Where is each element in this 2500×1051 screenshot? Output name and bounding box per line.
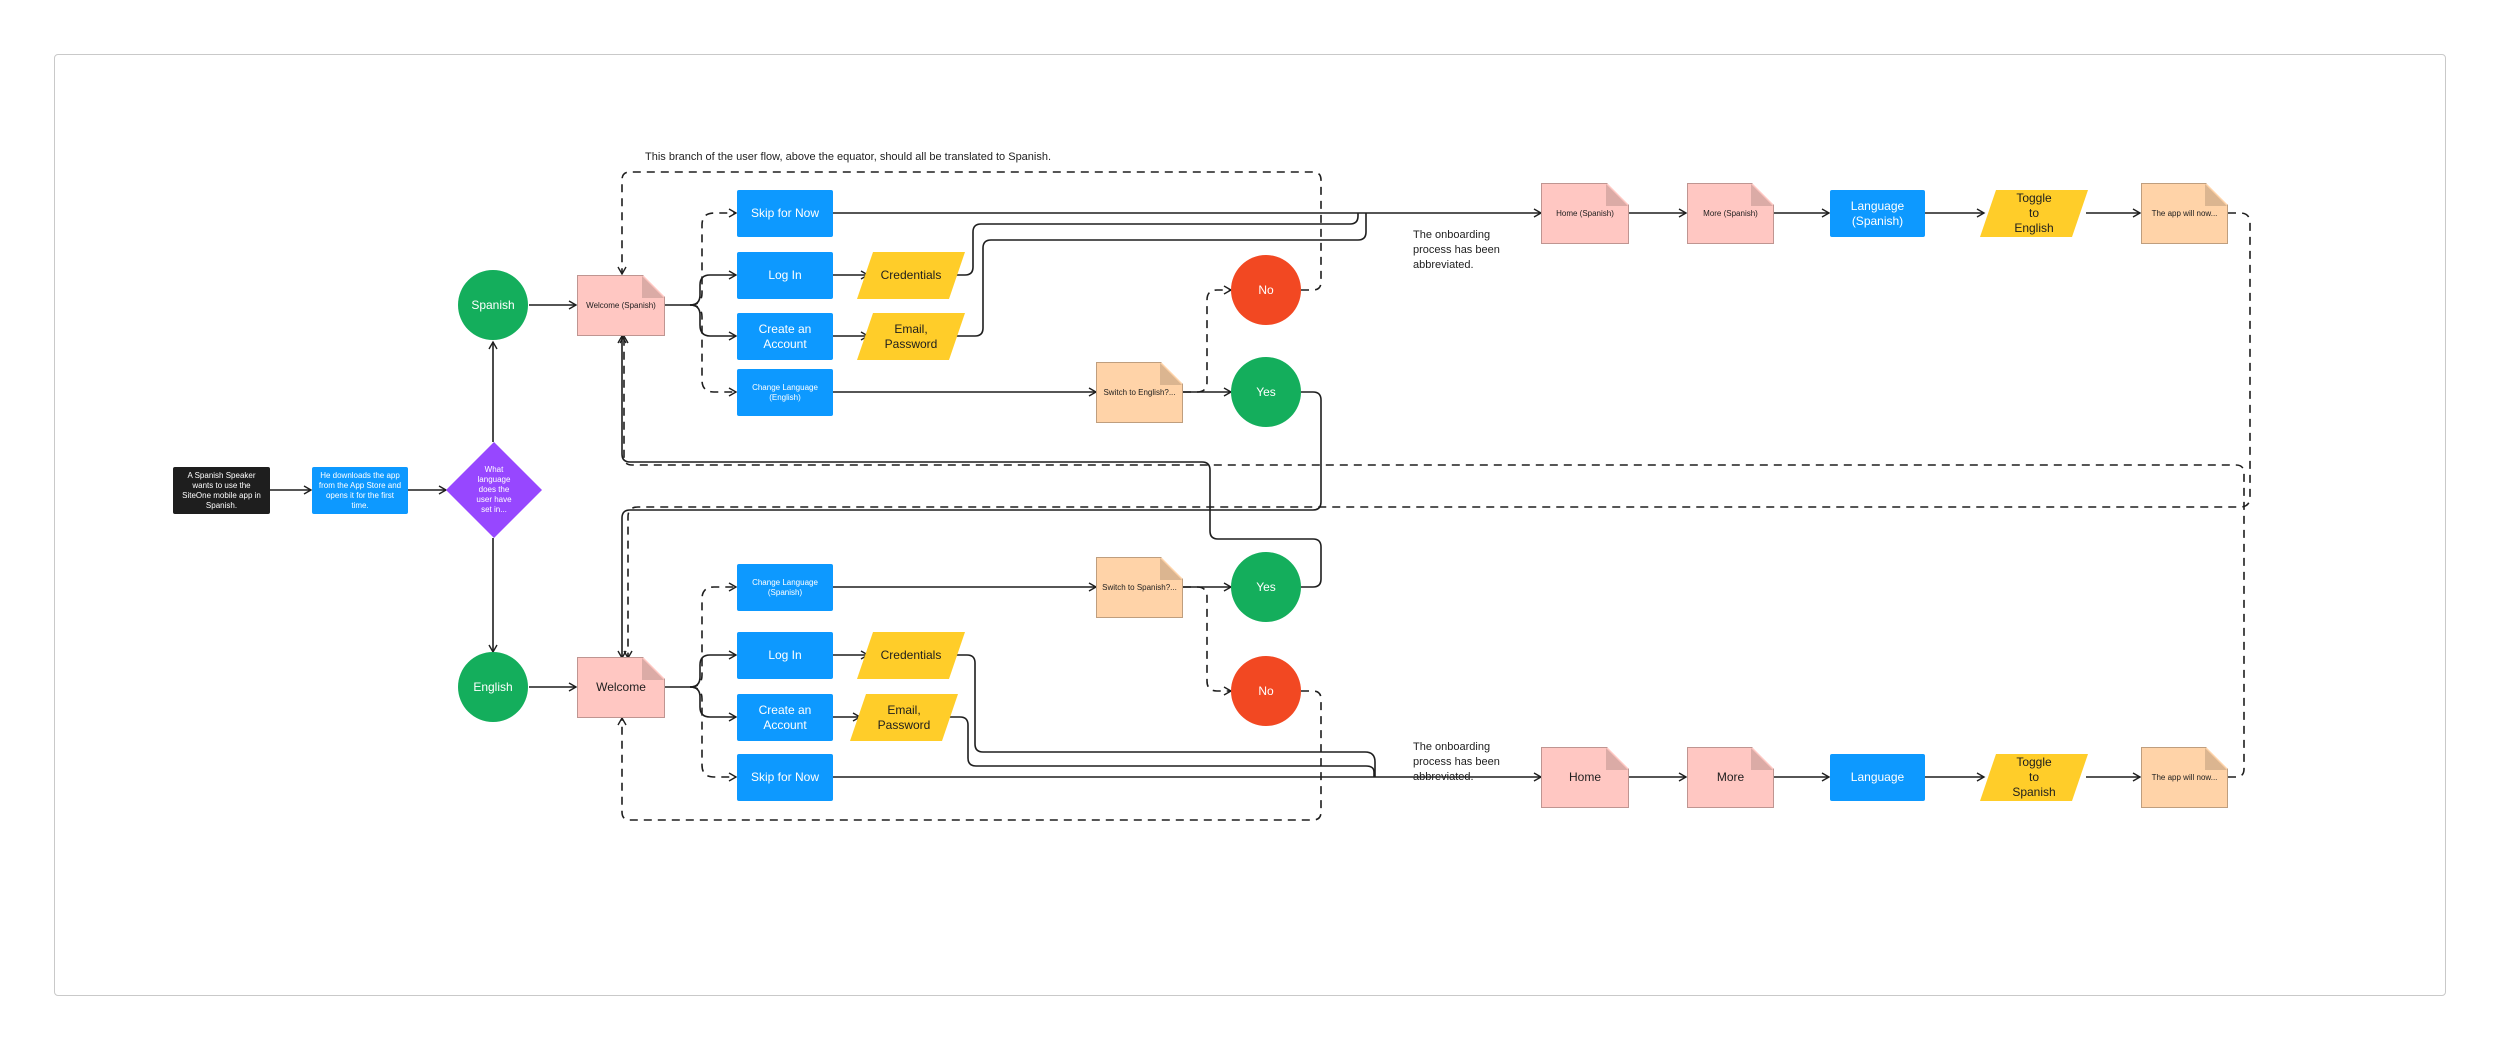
spanish-node: Spanish xyxy=(458,270,528,340)
home-spanish-text: Home (Spanish) xyxy=(1556,208,1614,218)
edge-dashed-no-welcome-bottom xyxy=(617,690,1322,821)
english-node: English xyxy=(458,652,528,722)
edge-email-home-bottom xyxy=(948,716,1375,777)
more-spanish-text: More (Spanish) xyxy=(1703,208,1758,218)
spanish-node-text: Spanish xyxy=(471,297,515,312)
welcome-spanish-screen: Welcome (Spanish) xyxy=(577,275,665,336)
edge-dashed-welcome-change-bottom xyxy=(689,582,738,688)
change-language-spanish: Change Language (Spanish) xyxy=(737,564,833,611)
toggle-to-english: Toggle to English xyxy=(1980,190,2088,237)
change-lang-top-text: Change Language (English) xyxy=(752,382,818,402)
switch-spanish-text: Switch to Spanish?... xyxy=(1102,582,1177,592)
create-top-text: Create an Account xyxy=(758,321,812,351)
edge-credentials-home-bottom xyxy=(955,654,1376,777)
more-text: More xyxy=(1716,770,1745,784)
toggle-english-text: Toggle to English xyxy=(2014,191,2054,235)
welcome-screen: Welcome xyxy=(577,657,665,718)
switch-to-english-note: Switch to English?... xyxy=(1096,362,1183,423)
credentials-bottom: Credentials xyxy=(857,632,965,679)
edge-welcome-login-bottom xyxy=(665,650,738,688)
edge-yes-welcome-bottom xyxy=(617,391,1322,660)
app-now-bottom-text: The app will now... xyxy=(2151,772,2218,782)
home-text: Home xyxy=(1568,770,1601,784)
no-top-text: No xyxy=(1258,282,1274,297)
create-bottom-text: Create an Account xyxy=(758,702,812,732)
language-text: Language xyxy=(1850,770,1905,784)
no-top: No xyxy=(1231,255,1301,325)
language-screen: Language xyxy=(1830,754,1925,801)
toggle-spanish-text: Toggle to Spanish xyxy=(2012,755,2056,799)
email-bottom-text: Email, Password xyxy=(877,702,931,732)
language-spanish-text: Language (Spanish) xyxy=(1850,198,1905,228)
log-in-top: Log In xyxy=(737,252,833,299)
email-password-bottom: Email, Password xyxy=(850,694,958,741)
home-screen: Home xyxy=(1541,747,1629,808)
edge-dashed-switch-no-top xyxy=(1183,285,1233,393)
english-node-text: English xyxy=(473,679,513,694)
language-decision: What language does the user have set in.… xyxy=(446,442,542,538)
edge-dashed-no-welcome-top xyxy=(617,171,1322,291)
download-node: He downloads the app from the App Store … xyxy=(312,467,408,514)
create-account-top: Create an Account xyxy=(737,313,833,360)
edge-dashed-app-top-welcome xyxy=(623,212,2251,660)
app-now-top-text: The app will now... xyxy=(2151,208,2218,218)
language-decision-text: What language does the user have set in.… xyxy=(476,465,512,514)
skip-for-now-top: Skip for Now xyxy=(737,190,833,237)
skip-bottom-text: Skip for Now xyxy=(750,770,820,784)
edge-dashed-welcome-change-top xyxy=(689,304,738,397)
change-lang-bottom-text: Change Language (Spanish) xyxy=(752,577,818,597)
language-spanish-screen: Language (Spanish) xyxy=(1830,190,1925,237)
skip-for-now-bottom: Skip for Now xyxy=(737,754,833,801)
skip-top-text: Skip for Now xyxy=(750,206,820,220)
create-account-bottom: Create an Account xyxy=(737,694,833,741)
app-will-now-top: The app will now... xyxy=(2141,183,2228,244)
edge-yes-welcome-top xyxy=(617,334,1322,588)
more-screen: More xyxy=(1687,747,1774,808)
credentials-top-text: Credentials xyxy=(880,268,942,282)
onboarding-note-bottom: The onboarding process has been abbrevia… xyxy=(1413,741,1500,783)
edge-welcome-create-bottom xyxy=(689,686,738,722)
app-will-now-bottom: The app will now... xyxy=(2141,747,2228,808)
change-language-english: Change Language (English) xyxy=(737,369,833,416)
onboarding-note-top: The onboarding process has been abbrevia… xyxy=(1413,229,1500,271)
start-node: A Spanish Speaker wants to use the SiteO… xyxy=(173,467,270,514)
credentials-top: Credentials xyxy=(857,252,965,299)
no-bottom: No xyxy=(1231,656,1301,726)
yes-top-text: Yes xyxy=(1256,384,1276,399)
credentials-bottom-text: Credentials xyxy=(880,648,942,662)
edge-dashed-welcome-skip-bottom xyxy=(689,686,738,782)
welcome-text: Welcome xyxy=(596,680,646,694)
edge-email-home xyxy=(953,213,1367,337)
toggle-to-spanish: Toggle to Spanish xyxy=(1980,754,2088,801)
login-bottom-text: Log In xyxy=(768,648,802,662)
edge-dashed-switch-no-bottom xyxy=(1183,586,1233,696)
log-in-bottom: Log In xyxy=(737,632,833,679)
login-top-text: Log In xyxy=(768,268,802,282)
email-top-text: Email, Password xyxy=(884,321,938,351)
download-node-text: He downloads the app from the App Store … xyxy=(318,470,402,510)
edge-welcome-create-top xyxy=(689,304,738,341)
yes-bottom: Yes xyxy=(1231,552,1301,622)
edge-dashed-welcome-skip-top xyxy=(689,208,738,306)
edge-dashed-app-bottom-welcome xyxy=(619,334,2245,778)
edge-credentials-home xyxy=(953,213,1359,276)
home-spanish-screen: Home (Spanish) xyxy=(1541,183,1629,244)
start-node-text: A Spanish Speaker wants to use the SiteO… xyxy=(182,470,261,510)
email-password-top: Email, Password xyxy=(857,313,965,360)
edge-welcome-login-top xyxy=(665,270,738,306)
yes-top: Yes xyxy=(1231,357,1301,427)
switch-english-text: Switch to English?... xyxy=(1103,387,1176,397)
no-bottom-text: No xyxy=(1258,683,1274,698)
yes-bottom-text: Yes xyxy=(1256,579,1276,594)
equator-note: This branch of the user flow, above the … xyxy=(645,151,1052,163)
welcome-spanish-text: Welcome (Spanish) xyxy=(586,300,656,310)
switch-to-spanish-note: Switch to Spanish?... xyxy=(1096,557,1183,618)
more-spanish-screen: More (Spanish) xyxy=(1687,183,1774,244)
